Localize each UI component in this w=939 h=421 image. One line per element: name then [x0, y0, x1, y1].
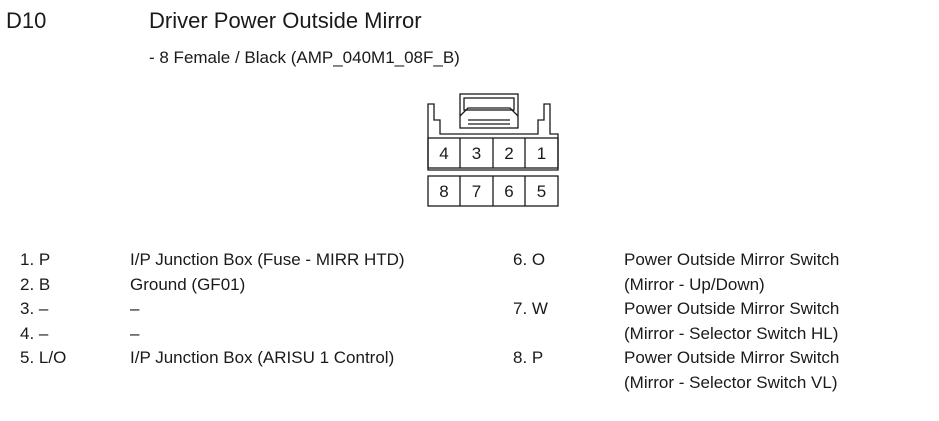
left-pin-column: 1. P 2. B 3. – 4. – 5. L/O	[20, 248, 66, 371]
pin-description: Power Outside Mirror Switch	[624, 250, 840, 269]
pin-description: I/P Junction Box (ARISU 1 Control)	[130, 348, 395, 367]
latch-ramp	[459, 107, 519, 117]
latch-outer	[459, 93, 519, 129]
pin-description: –	[130, 323, 140, 343]
cavity-label: 4	[439, 144, 448, 163]
pin-description: (Mirror - Up/Down)	[624, 274, 765, 294]
pin-number: 8. P	[513, 348, 544, 367]
pin-description: (Mirror - Selector Switch HL)	[624, 323, 839, 343]
pin-description: I/P Junction Box (Fuse - MIRR HTD)	[130, 250, 405, 269]
connector-code: D10	[6, 8, 47, 33]
connector-title: Driver Power Outside Mirror	[149, 8, 422, 33]
cavity-label: 5	[537, 182, 546, 201]
cavity-label: 3	[472, 144, 481, 163]
right-desc-column: Power Outside Mirror Switch (Mirror - Up…	[624, 248, 839, 395]
pin-number: 5. L/O	[20, 348, 67, 367]
cavity-label: 2	[504, 144, 513, 163]
pin-description: Power Outside Mirror Switch	[624, 299, 840, 318]
pin-description: –	[130, 299, 140, 318]
pin-assignment-table: 1. P 2. B 3. – 4. – 5. L/O I/P Junction …	[0, 248, 939, 418]
pin-number: 2. B	[20, 274, 51, 294]
pin-description: Ground (GF01)	[130, 274, 246, 294]
cavity-label: 1	[537, 144, 546, 163]
pin-number: 7. W	[513, 299, 548, 318]
cavity-label: 8	[439, 182, 448, 201]
pin-number: 4. –	[20, 323, 49, 343]
right-pin-column: 6. O 7. W 8. P	[513, 248, 548, 371]
pin-number: 6. O	[513, 250, 546, 269]
pin-number: 3. –	[20, 299, 49, 318]
pin-description: Power Outside Mirror Switch	[624, 348, 840, 367]
cavity-label: 7	[472, 182, 481, 201]
left-desc-column: I/P Junction Box (Fuse - MIRR HTD) Groun…	[130, 248, 405, 371]
pin-number: 1. P	[20, 250, 51, 269]
connector-face-diagram: 4 3 2 1 8 7 6 5	[427, 93, 559, 207]
connector-subtitle: - 8 Female / Black (AMP_040M1_08F_B)	[149, 48, 460, 67]
latch-inner	[463, 97, 515, 111]
pin-description: (Mirror - Selector Switch VL)	[624, 372, 838, 392]
cavity-label: 6	[504, 182, 513, 201]
